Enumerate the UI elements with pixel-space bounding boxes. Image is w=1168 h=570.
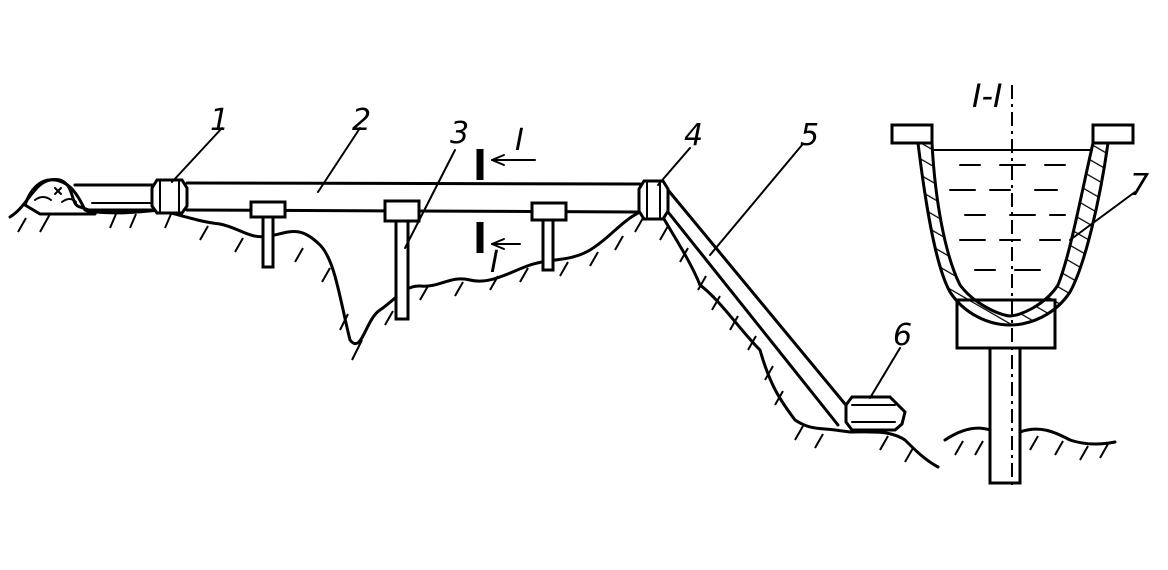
label-3: 3 [450,116,469,151]
chute-5 [666,188,852,427]
label-1: 1 [210,103,229,138]
label-2: 2 [352,103,371,138]
support-middle [383,199,421,321]
section-cut-mark [476,149,536,253]
stilling-basin-6 [844,395,907,432]
label-6: 6 [893,318,912,353]
support-left [249,200,287,269]
transition-block-4 [637,179,670,221]
ground-profile [8,178,940,469]
label-4: 4 [684,118,703,153]
cross-section [890,85,1135,485]
inlet-mound [23,178,97,216]
label-cut-top: I [515,123,524,158]
leader-lines [171,127,1136,399]
section-title: I-I [972,77,1002,115]
label-cut-bottom: I [490,245,499,280]
head-block-1 [150,178,189,215]
label-5: 5 [800,118,819,153]
label-7: 7 [1130,168,1149,203]
feed-channel [73,183,157,212]
support-right [530,201,568,272]
